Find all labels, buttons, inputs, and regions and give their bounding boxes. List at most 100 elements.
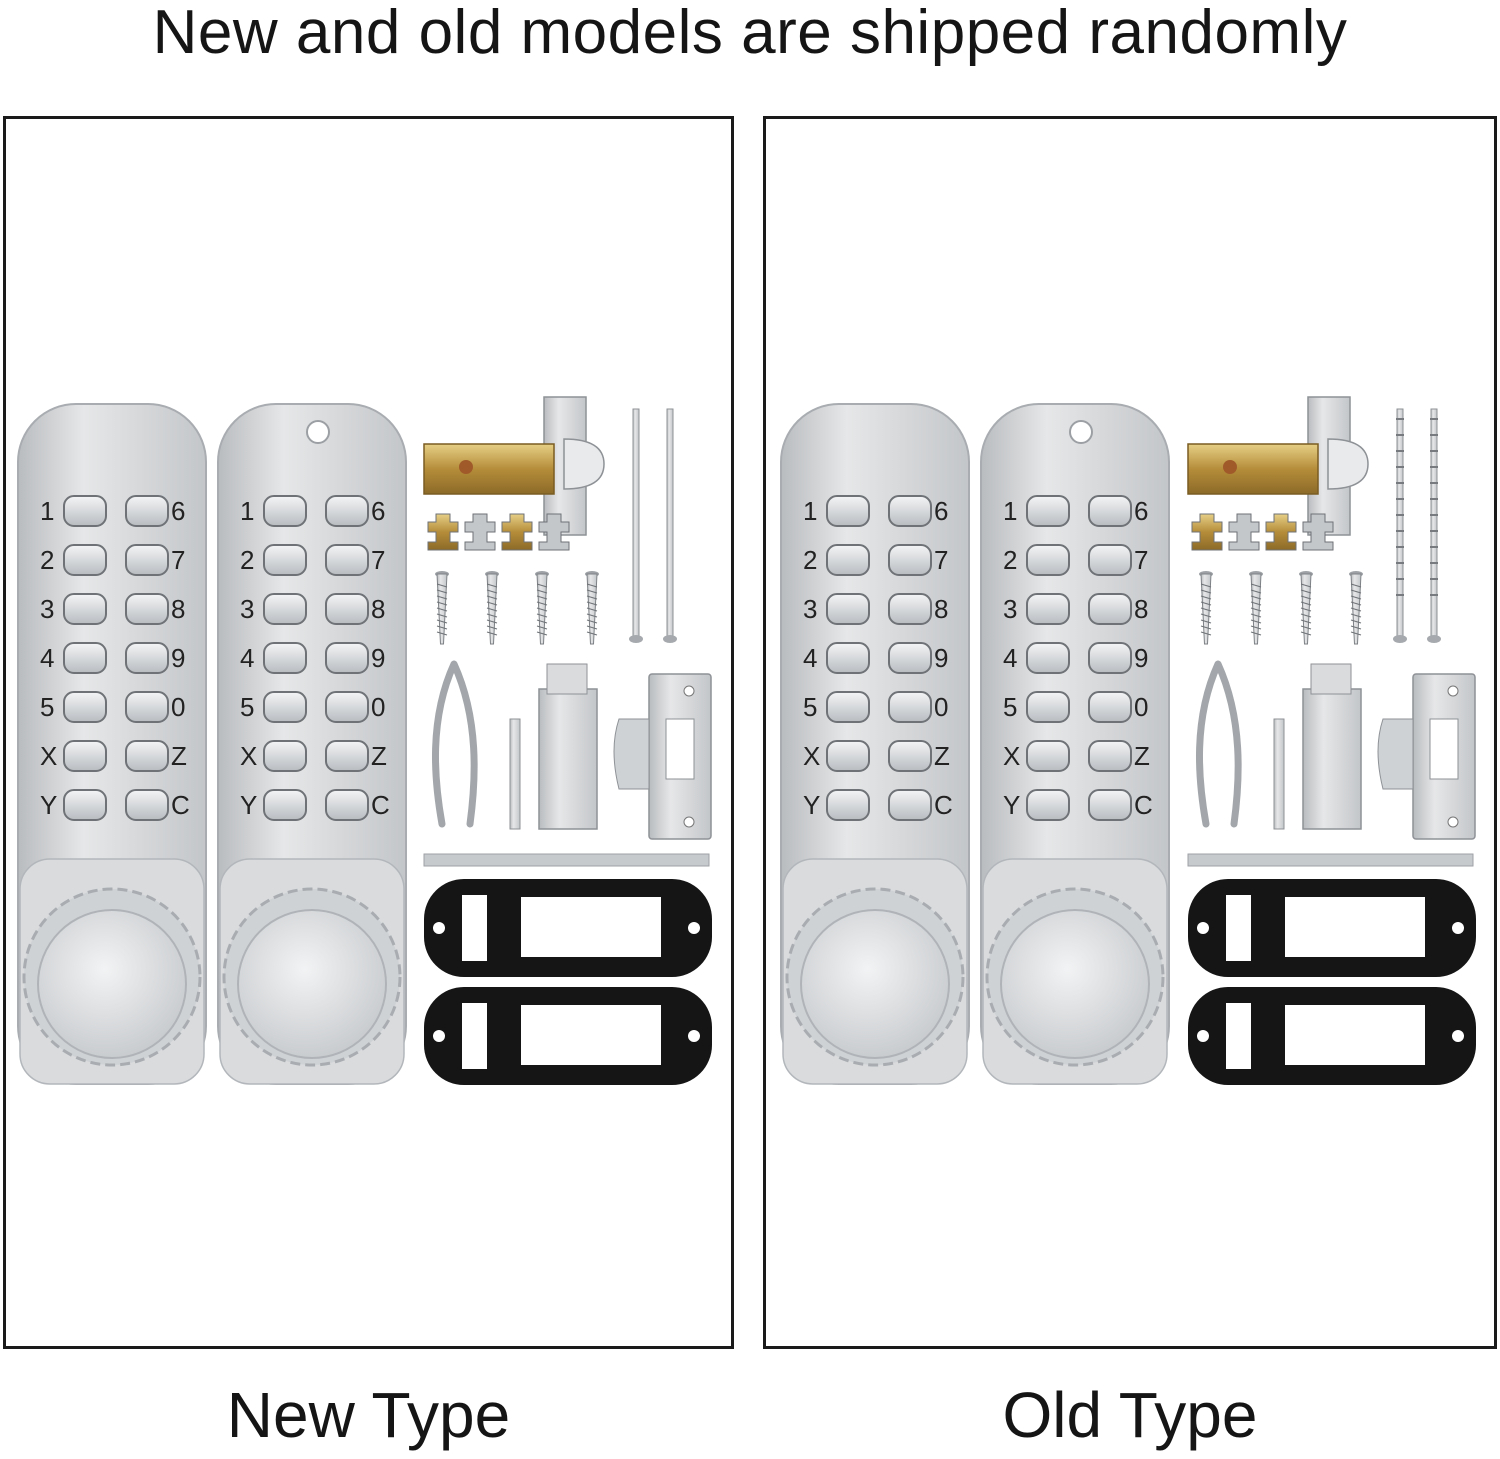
screw-thread <box>1300 601 1312 606</box>
screw-thread <box>1250 631 1262 636</box>
screw-thread <box>1300 583 1312 588</box>
key-label: 3 <box>40 594 54 624</box>
gasket-cutout <box>521 1005 661 1065</box>
screw-thread <box>1200 583 1212 588</box>
screw-thread <box>436 601 448 606</box>
strike-lip <box>1377 718 1414 790</box>
keypad-button <box>63 740 107 772</box>
keypad-button <box>263 495 307 527</box>
rod-head <box>629 635 643 643</box>
strike-screw-hole <box>1447 685 1459 697</box>
rod-head <box>1393 635 1407 643</box>
key-label: 3 <box>240 594 254 624</box>
key-label: Z <box>371 741 387 771</box>
screw-thread <box>1300 595 1312 600</box>
screw-thread <box>436 625 448 630</box>
screw-thread <box>586 619 598 624</box>
spindle-pin <box>509 718 521 830</box>
keypad-button <box>125 789 169 821</box>
keypad-button <box>1088 789 1132 821</box>
connecting-rod <box>666 408 674 640</box>
screw-thread <box>1350 601 1362 606</box>
keypad-button <box>826 740 870 772</box>
keypad-button <box>888 495 932 527</box>
keypad-button <box>1026 789 1070 821</box>
key-label: X <box>1003 741 1020 771</box>
lock-accessories <box>1187 396 1476 1085</box>
mounting-hole <box>1069 420 1093 444</box>
keypad-button <box>1026 740 1070 772</box>
rod-head <box>663 635 677 643</box>
keypad-button <box>888 642 932 674</box>
screw-thread <box>1200 589 1212 594</box>
keypad-button <box>1026 495 1070 527</box>
key-label: X <box>803 741 820 771</box>
keypad-button <box>263 593 307 625</box>
latch-bolt <box>1327 438 1369 490</box>
gasket-cutout <box>521 897 661 957</box>
spindle-clip <box>1265 513 1297 551</box>
screw-thread <box>536 625 548 630</box>
gasket-hole <box>433 1030 445 1042</box>
screw-thread <box>586 607 598 612</box>
spindle-clip <box>1191 513 1223 551</box>
key-label: 1 <box>1003 496 1017 526</box>
keypad-button <box>1088 593 1132 625</box>
screw-thread <box>536 607 548 612</box>
strike-screw-hole <box>683 816 695 828</box>
screw-thread <box>1350 583 1362 588</box>
gasket-cutout <box>1226 895 1251 961</box>
screw-thread <box>1250 589 1262 594</box>
screw-thread <box>436 613 448 618</box>
keypad-button <box>888 740 932 772</box>
screw-thread <box>486 589 498 594</box>
latch-tube <box>1187 443 1319 495</box>
keypad-button <box>325 593 369 625</box>
screw-thread <box>1300 625 1312 630</box>
key-label: Z <box>1134 741 1150 771</box>
strike-opening <box>1429 718 1459 780</box>
keypad-button <box>826 691 870 723</box>
screw-thread <box>1250 583 1262 588</box>
spindle-clip <box>501 513 533 551</box>
keypad-button <box>63 789 107 821</box>
screw-thread <box>586 595 598 600</box>
keypad-button <box>826 544 870 576</box>
key-label: 8 <box>171 594 185 624</box>
strike-box-tab <box>1310 663 1352 695</box>
keypad-button <box>1088 740 1132 772</box>
screw-thread <box>1300 613 1312 618</box>
key-label: Z <box>171 741 187 771</box>
screw-thread <box>536 613 548 618</box>
spindle-bar <box>423 853 710 867</box>
screw-thread <box>586 625 598 630</box>
keypad-button <box>325 740 369 772</box>
keypad-button <box>325 691 369 723</box>
keypad-button <box>1088 642 1132 674</box>
screw-thread <box>1250 601 1262 606</box>
screw-thread <box>586 631 598 636</box>
key-label: Y <box>1003 790 1020 820</box>
mounting-hole <box>306 420 330 444</box>
key-label: 2 <box>40 545 54 575</box>
keypad-button <box>125 691 169 723</box>
gasket-hole <box>688 1030 700 1042</box>
gasket-cutout <box>1285 897 1425 957</box>
screw-thread <box>1200 607 1212 612</box>
screw-thread <box>536 631 548 636</box>
spindle-clip <box>1302 513 1334 551</box>
key-label: 8 <box>1134 594 1148 624</box>
screw-thread <box>1200 631 1212 636</box>
keypad-button <box>125 593 169 625</box>
key-label: 4 <box>40 643 54 673</box>
keypad-button <box>63 495 107 527</box>
keypad-button <box>125 740 169 772</box>
screw-thread <box>1200 601 1212 606</box>
keypad-button <box>1026 593 1070 625</box>
gasket-cutout <box>462 895 487 961</box>
connecting-rod <box>632 408 640 640</box>
screw-thread <box>436 619 448 624</box>
keypad-button <box>125 642 169 674</box>
